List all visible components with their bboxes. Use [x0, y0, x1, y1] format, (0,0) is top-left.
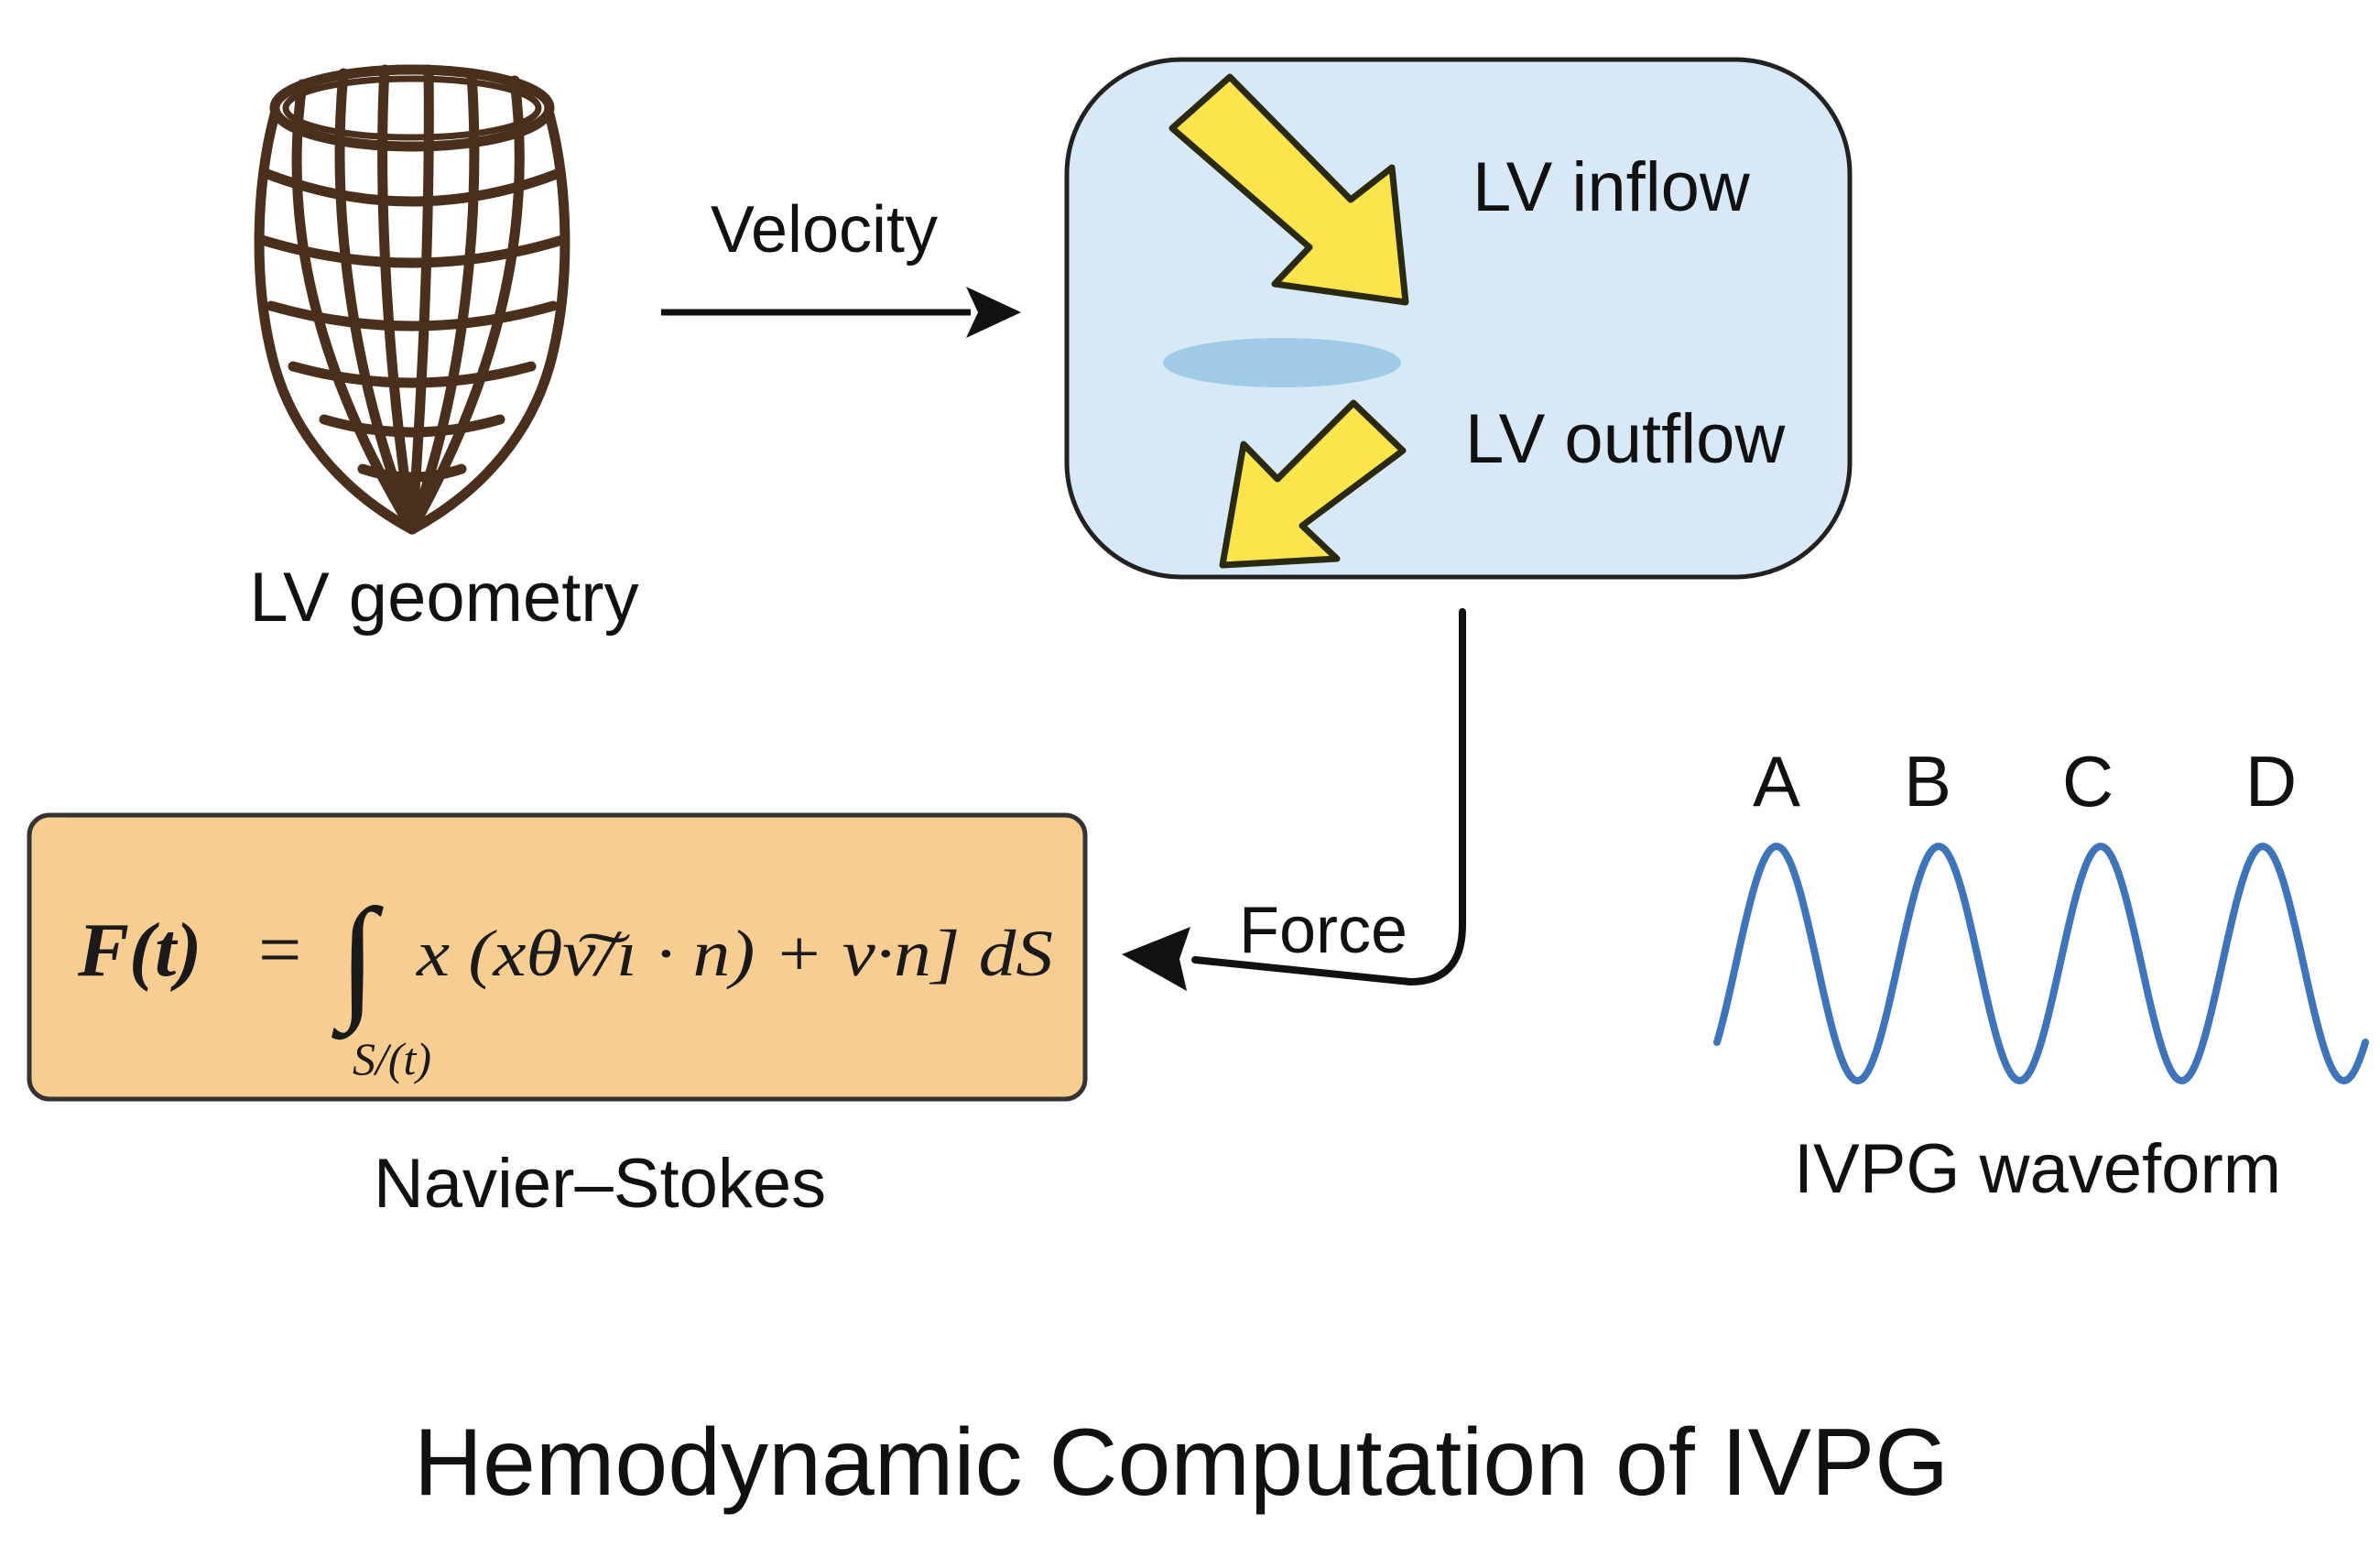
valve-ellipse: [1163, 338, 1401, 387]
lv-geometry-label: LV geometry: [249, 559, 638, 637]
equation-integral: ∫: [331, 881, 384, 1040]
force-arrow: [1191, 608, 1466, 986]
page-title: Hemodynamic Computation of IVPG: [414, 1410, 1949, 1516]
inflow-arrow-icon: [1168, 73, 1409, 306]
equation-box: [27, 812, 1088, 1102]
waveform-peak-labels: A B C D: [1753, 741, 2297, 822]
equation-caption: Navier–Stokes: [374, 1145, 826, 1223]
peak-label-c: C: [2062, 741, 2114, 822]
outflow-arrow-icon: [1219, 399, 1407, 569]
peak-label-b: B: [1904, 741, 1951, 822]
equation-lhs: F(t): [77, 908, 201, 993]
equation-body: x (xθv͠/ı · n) + v·n] dS: [416, 917, 1053, 990]
ivpg-waveform-label: IVPG waveform: [1794, 1130, 2281, 1208]
peak-label-a: A: [1753, 741, 1800, 822]
equation-equals: =: [258, 908, 301, 993]
lv-flow-box: [1064, 57, 1853, 580]
lv-geometry-wireframe: [254, 64, 571, 535]
navier-stokes-equation: F(t) = ∫ x (xθv͠/ı · n) + v·n] dS S/(t): [77, 881, 1053, 1084]
peak-label-d: D: [2245, 741, 2297, 822]
equation-subscript: S/(t): [353, 1033, 431, 1084]
lv-inflow-label: LV inflow: [1473, 148, 1751, 226]
force-label: Force: [1239, 894, 1407, 967]
ivpg-waveform-line: [1713, 843, 2369, 1084]
lv-outflow-label: LV outflow: [1465, 400, 1786, 478]
velocity-label: Velocity: [711, 193, 938, 267]
velocity-arrow: [661, 287, 1021, 338]
force-arrowhead: [1122, 927, 1190, 991]
